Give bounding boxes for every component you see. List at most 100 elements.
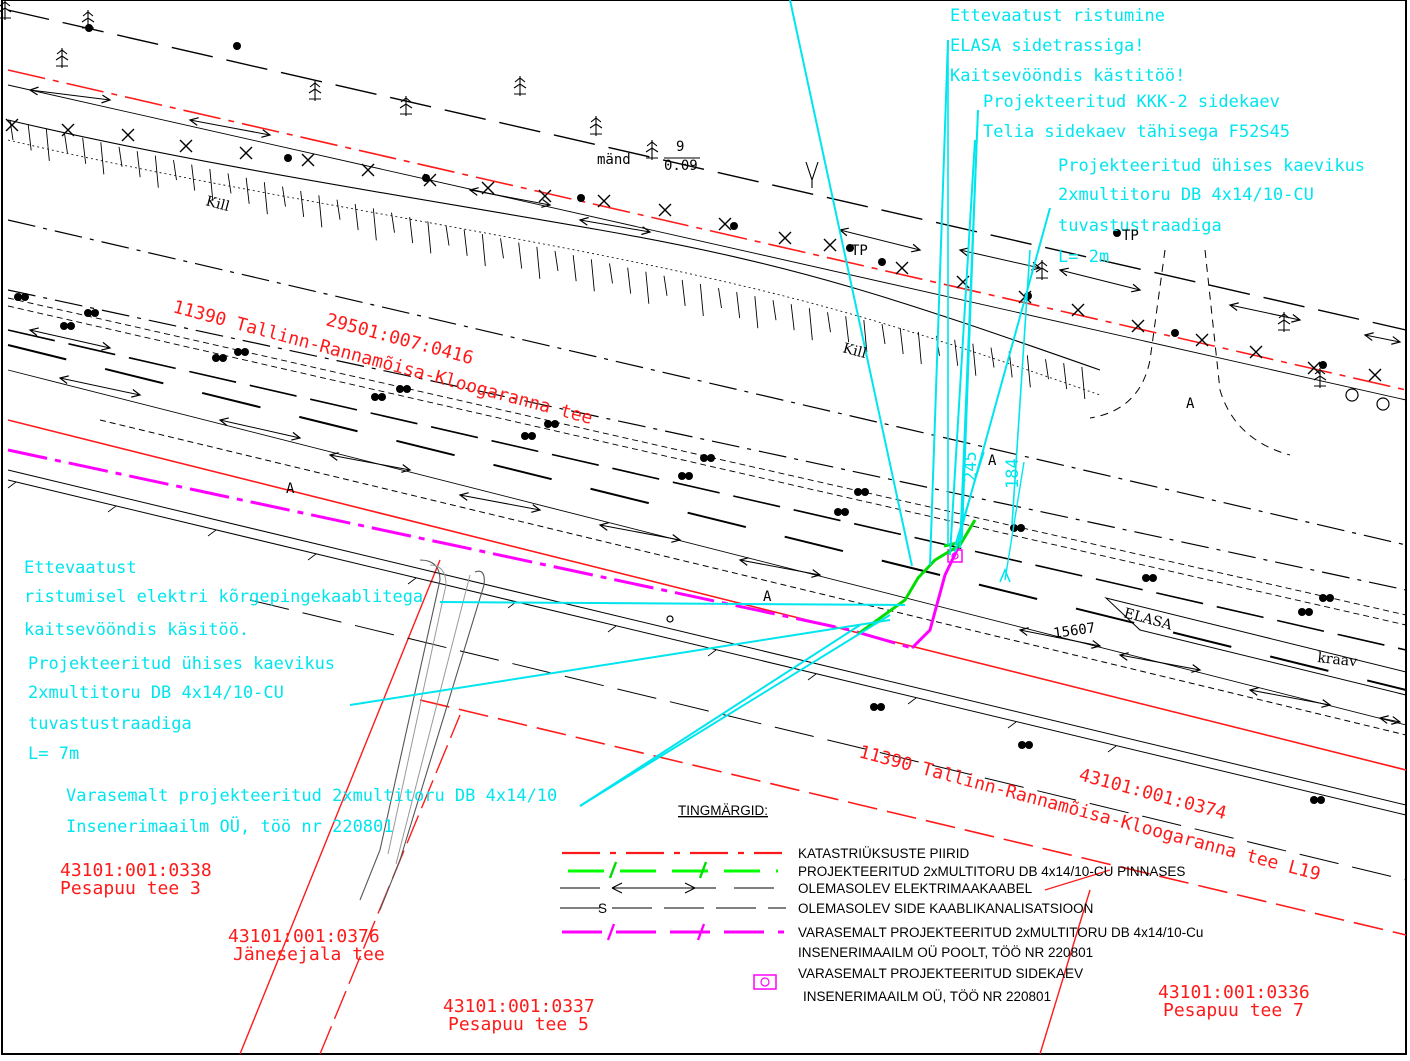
leader-vert-3 — [1011, 249, 1031, 526]
legend-item-3: OLEMASOLEV SIDE KAABLIKANALISATSIOON — [798, 901, 1093, 916]
slope-hatch-52 — [954, 339, 959, 366]
pole-dot-12 — [834, 508, 842, 516]
slope-hatch-54 — [990, 347, 995, 368]
slope-hatch-18 — [336, 199, 341, 220]
elasa-outline — [1104, 597, 1407, 696]
road-edge-south-1 — [7, 469, 1407, 806]
slope-hatch-21 — [391, 212, 395, 233]
road-dashed-thin-2 — [7, 305, 1407, 626]
pole-dot-2 — [84, 309, 92, 317]
road-edge-south-2 — [7, 479, 1407, 816]
slope-cross-23 — [1368, 368, 1382, 382]
slope-cross-19 — [1131, 319, 1145, 333]
slope-hatch-22 — [409, 216, 414, 244]
note-crossing-2: ELASA sidetrassiga! — [950, 36, 1144, 56]
slope-hatch-7 — [136, 151, 141, 178]
post-dot-5 — [730, 222, 738, 230]
pole-dot-b-13 — [1017, 524, 1025, 532]
slope-hatch-24 — [445, 225, 450, 246]
side-road-line-3 — [379, 570, 485, 911]
slope-hatch-26 — [481, 234, 486, 267]
hydrant-2 — [1376, 397, 1390, 411]
hydrant-1 — [1345, 388, 1359, 402]
legend-item-6: VARASEMALT PROJEKTEERITUD SIDEKAEV — [798, 966, 1083, 981]
cadastral-line-road-north — [7, 419, 1407, 771]
slope-cross-8 — [481, 181, 495, 195]
slope-hatch-3 — [64, 133, 68, 154]
elec-cable-arrow-10 — [219, 419, 301, 439]
side-road-line-2 — [387, 564, 447, 855]
slope-hatch-37 — [681, 279, 686, 306]
slope-cross-6 — [361, 163, 375, 177]
slope-hatch-44 — [808, 308, 813, 341]
post-dot-6 — [878, 258, 886, 266]
leader-line-7 — [579, 624, 861, 807]
pole-dot-b-8 — [551, 420, 559, 428]
slope-cross-2 — [121, 128, 135, 142]
elec-cable-arrow-2-heads — [468, 187, 552, 208]
legend-symbols — [560, 851, 786, 990]
road-dashed-south — [249, 599, 1407, 881]
dim-184: 184 — [1003, 458, 1023, 489]
legend-sym-elec-arrows — [611, 882, 696, 894]
slope-hatch-43 — [790, 304, 795, 331]
slope-cross-14 — [823, 238, 837, 252]
post-dot-8 — [1171, 329, 1179, 337]
label-a-2: A — [763, 589, 772, 605]
pole-dot-b-2 — [91, 309, 99, 317]
elec-cable-arrow-19-heads — [28, 327, 112, 351]
leader-line-6 — [349, 619, 891, 706]
manhole-small — [666, 615, 674, 623]
slope-hatch-17 — [318, 195, 323, 228]
tree-4 — [589, 116, 603, 136]
tree-0 — [55, 48, 69, 68]
slope-cross-11 — [658, 203, 672, 217]
slope-hatch-27 — [500, 238, 504, 259]
slope-hatch-19 — [354, 203, 359, 231]
slope-hatch-42 — [772, 300, 777, 321]
pole-dot-11 — [854, 488, 862, 496]
elec-cable-arrow-6-heads — [1058, 267, 1142, 293]
tree-10 — [0, 0, 12, 20]
pole-dot-b-17 — [877, 703, 885, 711]
dim-245: 245 — [961, 451, 981, 482]
post-dot-10 — [1113, 229, 1121, 237]
parcel-0338-name: Pesapuu tee 3 — [60, 878, 201, 899]
fence-tick-0 — [7, 481, 17, 489]
road-dashed-thin-1 — [7, 297, 1407, 616]
elec-cable-line-2 — [7, 369, 1407, 726]
legend-item-4: VARASEMALT PROJEKTEERITUD 2xMULTITORU DB… — [798, 925, 1203, 940]
leader-line-8 — [579, 614, 891, 807]
note-elec-1: Ettevaatust — [24, 558, 137, 578]
elec-cable-arrow-13-heads — [598, 522, 682, 543]
fence-tick-4 — [407, 577, 417, 585]
note-crossing-3: Kaitsevööndis kästitöö! — [950, 66, 1185, 86]
label-a-1: A — [286, 481, 295, 497]
slope-hatch-57 — [1045, 359, 1049, 380]
slope-hatch-16 — [300, 190, 305, 218]
slope-hatch-48 — [881, 323, 886, 345]
side-road-line-4 — [395, 574, 471, 865]
tree-6 — [1035, 260, 1049, 280]
slope-cross-3 — [179, 139, 193, 153]
earlier-duct-riser — [910, 547, 960, 650]
note-trench-left-3: tuvastustraadiga — [28, 714, 192, 734]
slope-hatch-2 — [45, 128, 50, 161]
note-trench-right-3: tuvastustraadiga — [1058, 216, 1222, 236]
pole-dot-8 — [544, 420, 552, 428]
slope-hatch-20 — [372, 208, 377, 241]
slope-hatch-46 — [845, 316, 850, 343]
elec-cable-arrow-17-heads — [1248, 687, 1332, 708]
parcel-0337-name: Pesapuu tee 5 — [448, 1014, 589, 1035]
label-kill-1: Kill — [204, 193, 232, 215]
slope-hatch-34 — [627, 267, 632, 294]
slope-cross-20 — [1195, 333, 1209, 347]
slope-hatch-5 — [100, 142, 105, 175]
label-tree-frac-bottom: 0.09 — [664, 158, 698, 174]
post-dot-3 — [422, 174, 430, 182]
fence-tick-3 — [307, 553, 317, 561]
dim-arrow — [999, 567, 1011, 583]
pole-dot-b-4 — [241, 348, 249, 356]
legend-item-2: OLEMASOLEV ELEKTRIMAAKAABEL — [798, 881, 1033, 896]
slope-hatch-1 — [27, 124, 32, 151]
